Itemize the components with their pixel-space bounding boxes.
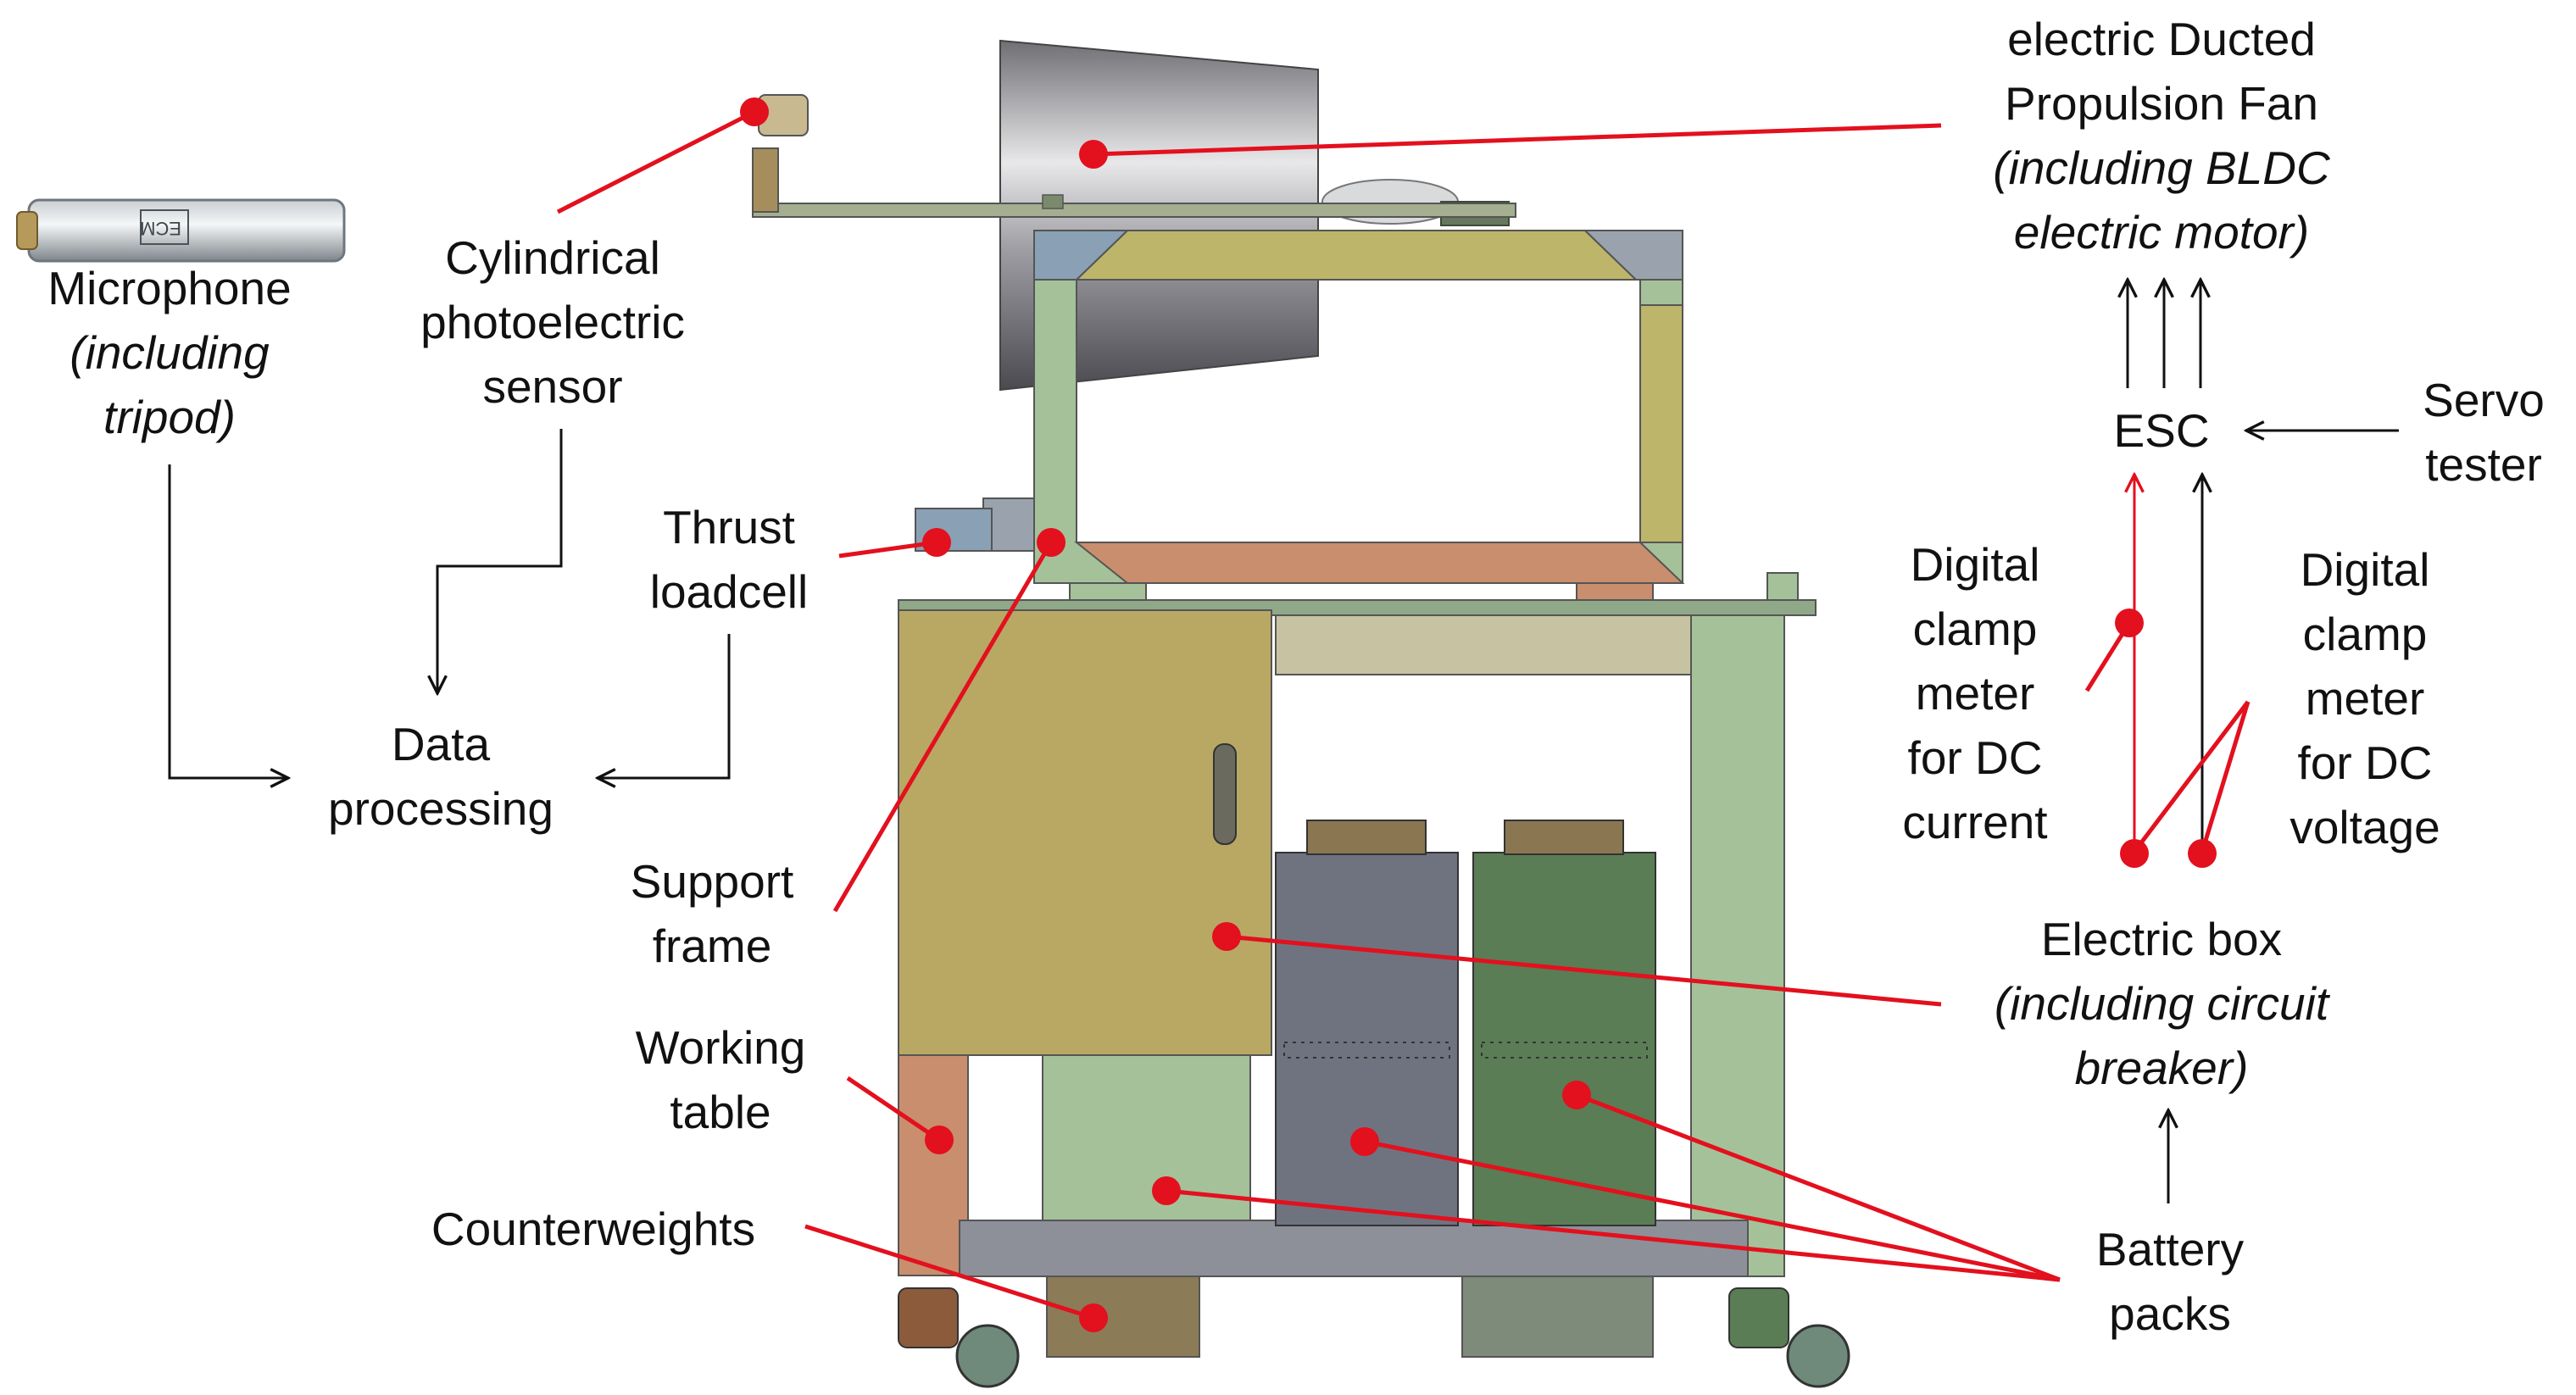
label-servo-tester: Servo tester <box>2423 374 2545 491</box>
leader-lines <box>556 109 2251 1320</box>
arrow-sensor-to-data <box>437 429 563 693</box>
arrow-microphone-to-data <box>168 464 288 778</box>
battery-packs-drawing <box>1275 820 1656 1226</box>
leader-clamp-voltage-2 <box>2200 701 2251 853</box>
dot-counterweights <box>1079 1303 1108 1332</box>
data-flow-arrows <box>168 429 731 778</box>
dot-fan <box>1079 140 1108 169</box>
power-flow-arrows <box>2128 280 2399 1203</box>
microphone-image: ECM <box>16 198 346 263</box>
leader-sensor <box>556 109 756 214</box>
dot-electric-box <box>1212 922 1241 951</box>
dot-support-frame <box>1037 528 1065 557</box>
leader-electric-box <box>1226 934 1942 1007</box>
leader-counterweights <box>804 1224 1094 1320</box>
label-data-processing: Data processing <box>328 718 554 835</box>
sensor-arm-drawing <box>752 94 1516 218</box>
label-ducted-fan: electric Ducted Propulsion Fan (includin… <box>1993 13 2330 258</box>
leader-battery-3 <box>1576 1092 2061 1282</box>
dot-battery-1 <box>1152 1176 1181 1205</box>
leader-working-table <box>846 1075 941 1142</box>
arrow-loadcell-to-data <box>598 634 731 778</box>
dot-loadcell <box>922 528 951 557</box>
microphone-body-text: ECM <box>140 218 181 239</box>
label-working-table: Working table <box>635 1021 806 1138</box>
dot-battery-2 <box>1350 1127 1379 1156</box>
label-clamp-meter-current: Digital clamp meter for DC current <box>1902 538 2048 848</box>
leader-loadcell <box>838 540 937 559</box>
leader-support-frame <box>832 541 1054 913</box>
dot-clamp-voltage-2 <box>2188 839 2217 868</box>
label-support-frame: Support frame <box>630 855 794 972</box>
dot-working-table <box>925 1125 954 1154</box>
label-battery-packs: Battery packs <box>2095 1223 2245 1340</box>
dot-clamp-current <box>2115 609 2144 637</box>
marker-dots <box>740 97 2217 1332</box>
label-counterweights: Counterweights <box>431 1203 756 1255</box>
dot-sensor <box>740 97 769 126</box>
leader-clamp-voltage-1 <box>2133 700 2250 853</box>
working-table-drawing <box>898 572 1817 1358</box>
dot-battery-3 <box>1562 1081 1591 1109</box>
label-thrust-loadcell: Thrust loadcell <box>649 501 809 618</box>
electric-box-drawing <box>898 609 1272 1056</box>
label-photoelectric-sensor: Cylindrical photoelectric sensor <box>420 231 685 413</box>
dot-clamp-voltage-1 <box>2120 839 2149 868</box>
label-esc: ESC <box>2113 404 2210 457</box>
leader-fan <box>1093 123 1942 157</box>
leader-battery-2 <box>1364 1139 2061 1282</box>
casters-drawing <box>898 1287 1850 1388</box>
label-clamp-meter-voltage: Digital clamp meter for DC voltage <box>2289 543 2440 853</box>
leader-battery-1 <box>1166 1188 2061 1282</box>
label-electric-box: Electric box (including circuit breaker) <box>1994 913 2329 1094</box>
label-microphone: Microphone (including tripod) <box>47 262 292 443</box>
